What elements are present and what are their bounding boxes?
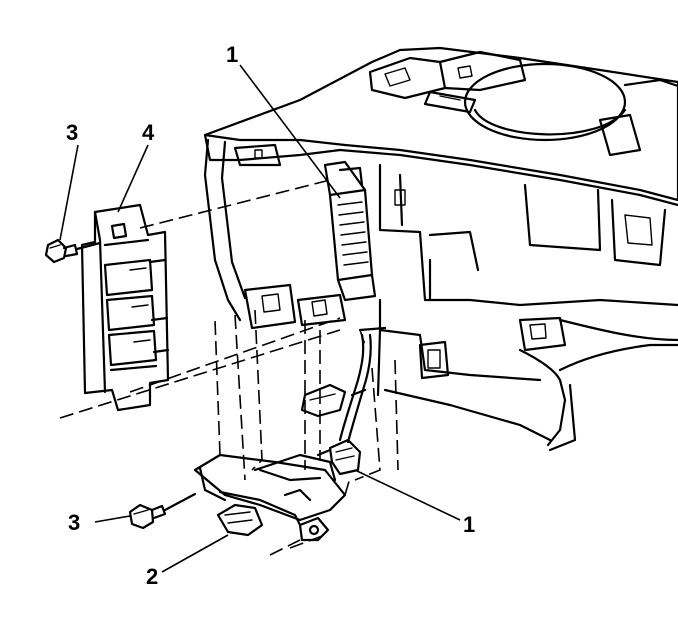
callout-1-top: 1 — [226, 42, 239, 67]
callout-leaders — [59, 64, 461, 573]
instrument-panel-carrier — [203, 46, 678, 452]
bolt-lower — [128, 492, 197, 530]
bolt-upper — [44, 238, 102, 264]
mounting-bracket — [193, 326, 387, 542]
callout-3-bottom: 3 — [68, 510, 81, 535]
callout-4: 4 — [142, 120, 155, 145]
electrical-connector-upper — [323, 160, 377, 302]
assembly-guide-lines — [59, 179, 399, 556]
callout-3-top: 3 — [66, 120, 79, 145]
control-module — [80, 203, 170, 412]
callout-1-bottom: 1 — [463, 512, 476, 537]
callout-2: 2 — [146, 564, 159, 589]
